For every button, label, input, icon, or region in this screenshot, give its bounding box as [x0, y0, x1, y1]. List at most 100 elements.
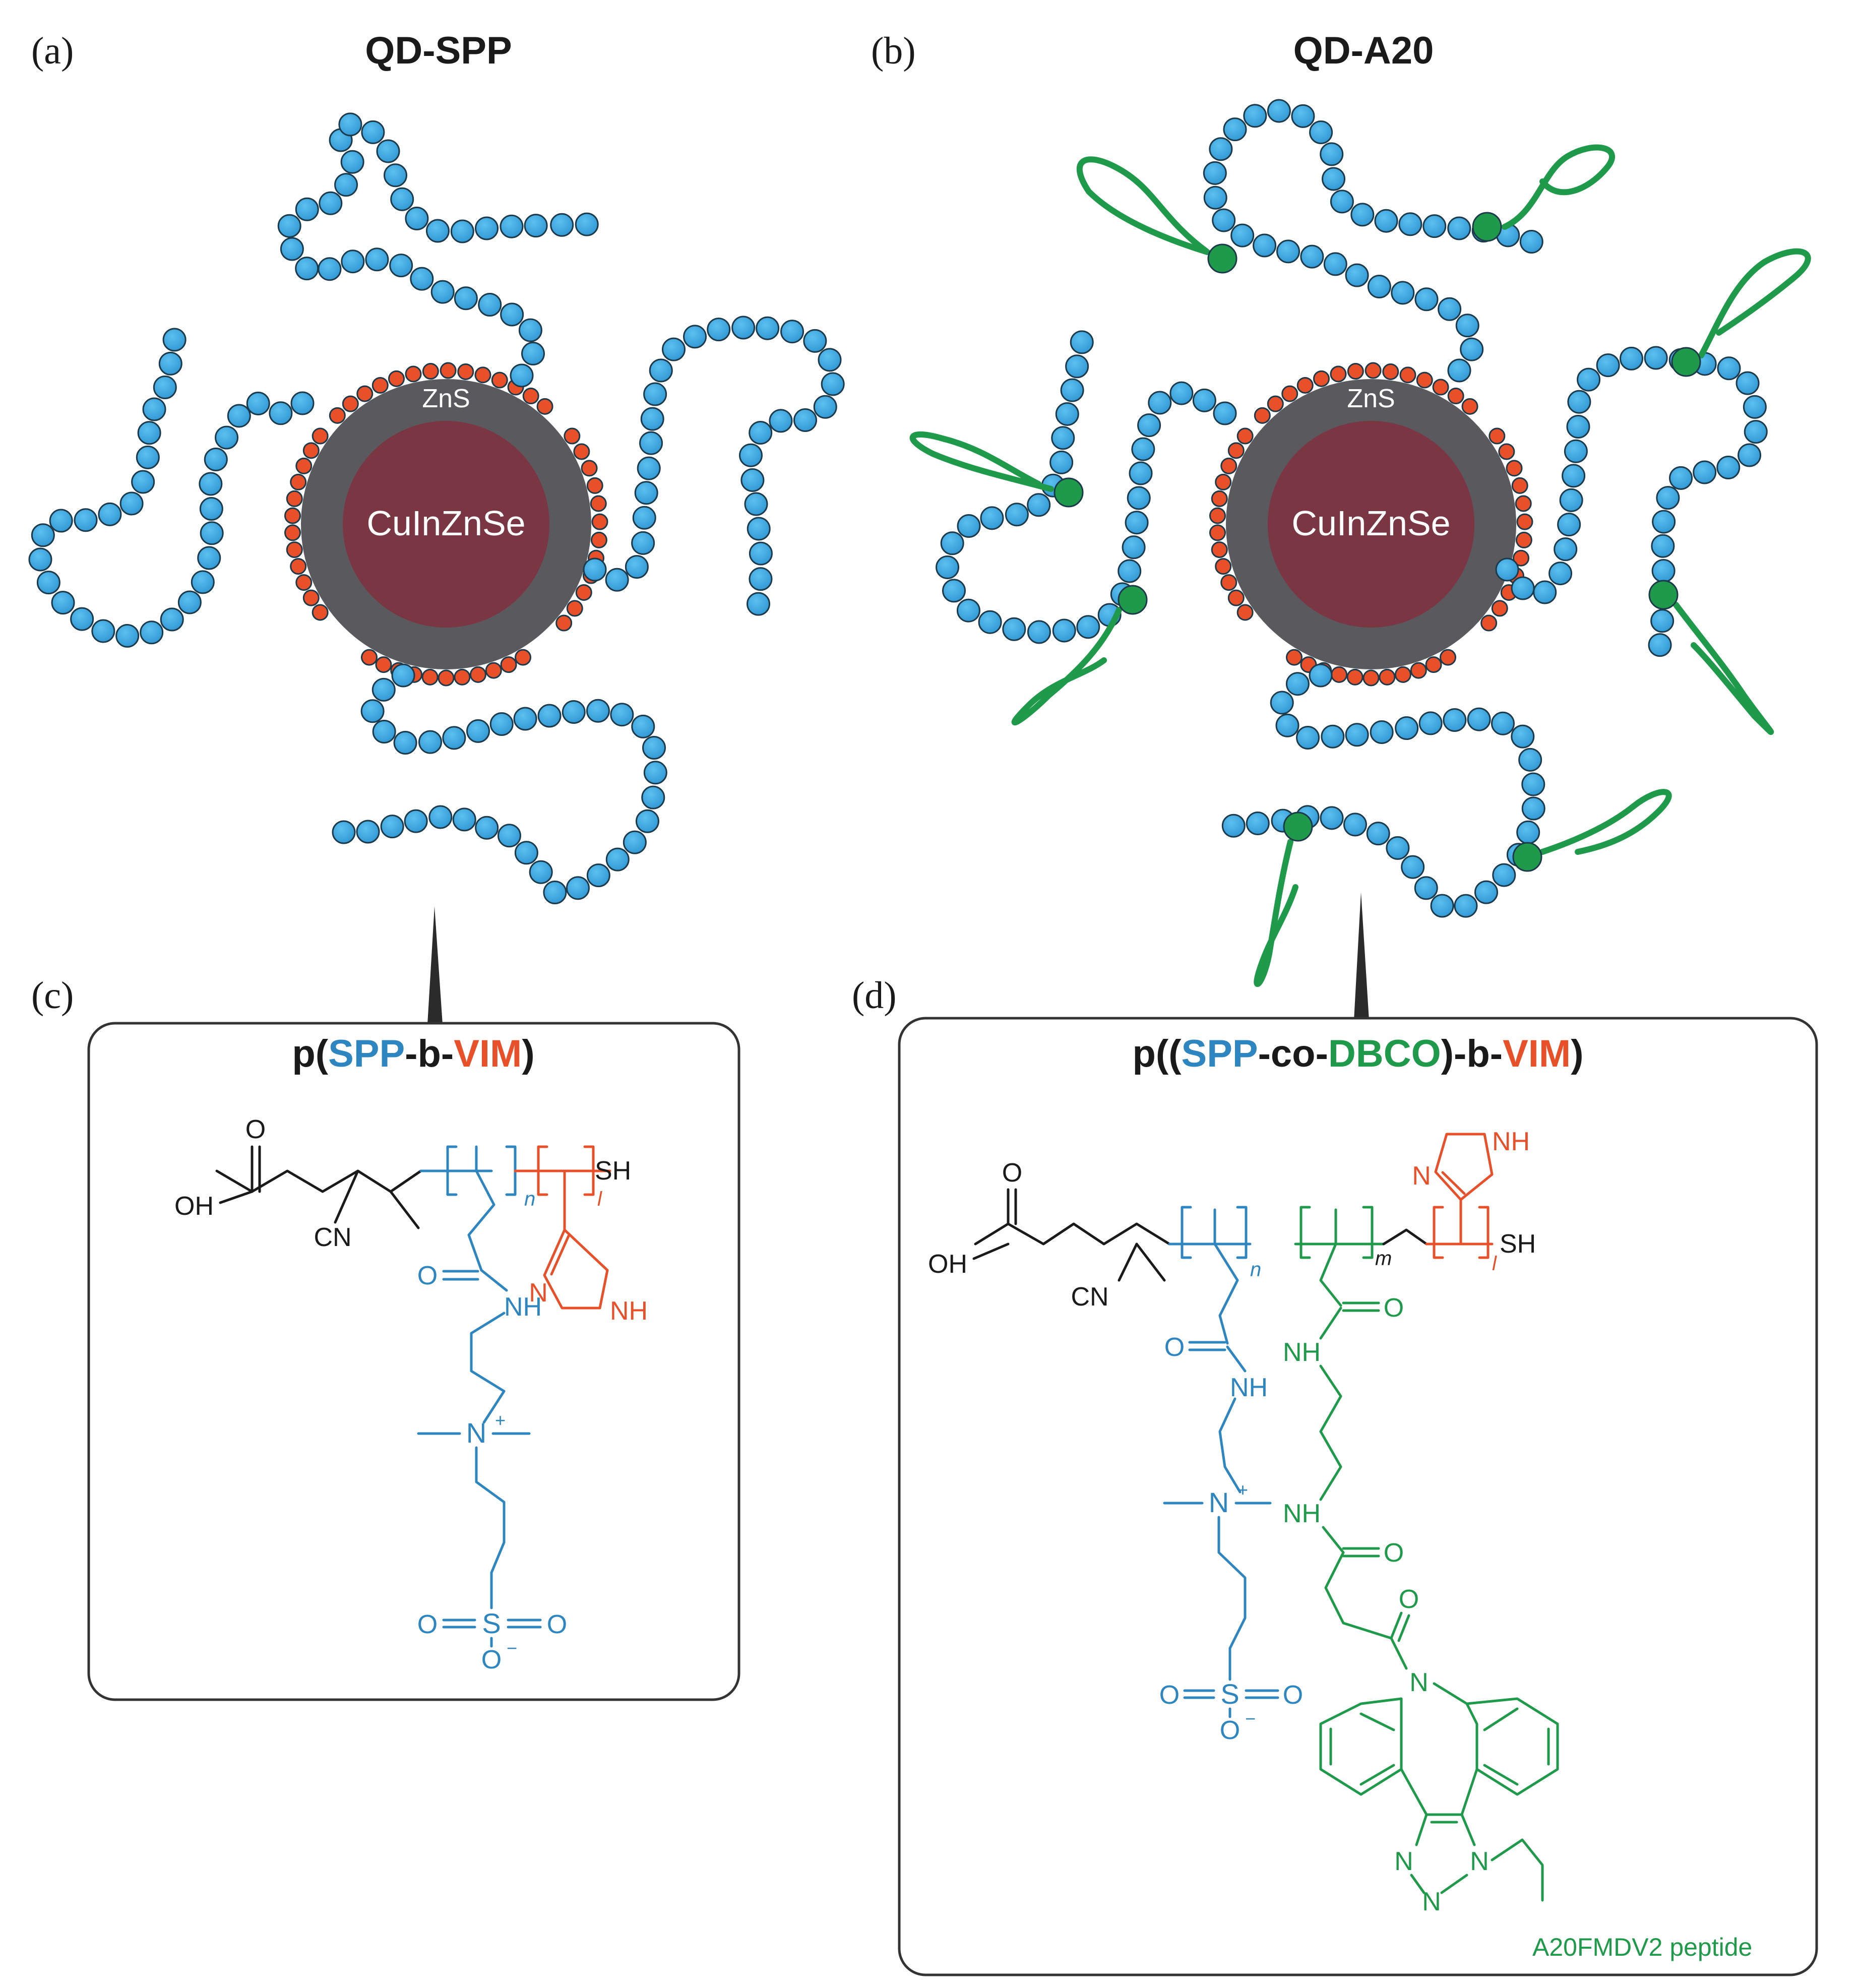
polymer-bead — [707, 318, 731, 342]
polymer-bead — [642, 735, 666, 760]
polymer-bead — [1414, 287, 1439, 312]
polymer-bead — [1322, 167, 1346, 191]
vim-bead — [566, 600, 583, 617]
polymer-bead — [191, 570, 215, 594]
polymer-bead — [940, 531, 964, 555]
polymer-bead — [1270, 691, 1294, 715]
polymer-bead — [452, 807, 476, 832]
polymer-bead — [199, 496, 223, 521]
polymer-bead — [340, 150, 364, 174]
polymer-bead — [813, 395, 837, 419]
polymer-bead — [821, 372, 845, 396]
polymer-bead — [140, 620, 164, 645]
atom-O-right-sulfo-d: O — [1283, 1681, 1303, 1710]
box-c-title-b: -b- — [405, 1032, 454, 1075]
vim-bead — [1296, 377, 1314, 394]
polymer-bead — [818, 348, 842, 372]
polymer-bead — [1246, 812, 1270, 836]
vim-bead — [1461, 398, 1478, 415]
polymer-bead — [1398, 212, 1422, 236]
polymer-bead — [1321, 724, 1345, 749]
polymer-bead — [1276, 239, 1300, 264]
polymer-bead — [162, 328, 187, 352]
polymer-bead — [1052, 618, 1076, 643]
polymer-bead — [1521, 796, 1545, 821]
vim-bead — [1489, 427, 1506, 445]
polymer-bead — [756, 316, 780, 340]
polymer-bead — [1492, 863, 1516, 887]
dbco-beads — [1054, 212, 1701, 872]
box-d-title-suffix: ) — [1571, 1032, 1583, 1075]
atom-N-triazole1-d: N — [1394, 1847, 1413, 1876]
polymer-bead — [640, 407, 664, 431]
polymer-bead — [1562, 464, 1586, 488]
structure-box-c — [87, 1022, 740, 1701]
polymer-bead — [1651, 558, 1676, 583]
polymer-bead — [1223, 117, 1247, 142]
polymer-bead — [1447, 358, 1471, 383]
polymer-bead — [475, 816, 499, 840]
vim-bead — [1220, 574, 1237, 591]
charge-plus-d: + — [1237, 1479, 1248, 1500]
vim-bead — [1399, 366, 1416, 384]
vim-bead — [1209, 507, 1226, 524]
polymer-bead — [372, 719, 396, 743]
vim-bead — [1416, 371, 1433, 389]
vim-bead — [1227, 442, 1245, 459]
vim-bead — [1215, 473, 1232, 490]
polymer-bead — [641, 785, 665, 810]
polymer-bead — [610, 703, 634, 727]
vim-bead — [286, 490, 303, 507]
polymer-bead — [334, 173, 358, 197]
box-c-title-vim: VIM — [454, 1032, 522, 1075]
polymer-bead — [1495, 557, 1519, 582]
atom-NH-amide-c: NH — [504, 1292, 542, 1322]
polymer-bead — [1221, 814, 1246, 838]
polymer-bead — [227, 404, 251, 428]
dbco-bead — [1054, 477, 1084, 508]
atom-S-c: S — [482, 1607, 501, 1639]
polymer-bead — [1320, 806, 1344, 830]
subscript-l-d: l — [1492, 1253, 1497, 1275]
polymer-bead — [36, 571, 60, 595]
vim-bead — [312, 427, 329, 445]
polymer-bead — [142, 397, 166, 421]
polymer-bead — [803, 329, 827, 353]
vim-bead — [491, 371, 508, 389]
polymer-bead — [1736, 371, 1760, 395]
polymer-bead — [529, 860, 553, 884]
vim-bead — [573, 443, 590, 460]
polymer-bead — [418, 730, 443, 754]
polymer-bead — [1577, 367, 1601, 392]
vim-bead — [286, 541, 303, 558]
atom-NH-imidazole-d: NH — [1492, 1127, 1530, 1156]
polymer-bead — [769, 409, 793, 433]
polymer-bead — [1230, 223, 1255, 247]
polymer-bead — [1291, 104, 1315, 128]
polymer-bead — [1566, 415, 1590, 439]
polymer-bead — [1418, 711, 1443, 735]
polymer-bead — [1460, 337, 1484, 361]
polymer-bead — [177, 590, 202, 614]
polymer-bead — [393, 731, 417, 755]
atom-Nplus-d: N — [1209, 1486, 1229, 1518]
vim-bead — [590, 495, 607, 512]
peptide-loop — [909, 431, 1054, 492]
polymer-bead — [1557, 513, 1581, 537]
vim-bead — [1211, 490, 1228, 507]
subscript-l-c: l — [597, 1188, 602, 1210]
polymer-bead — [1070, 330, 1094, 354]
polymer-bead — [200, 521, 224, 545]
box-d-title-b: )-b- — [1441, 1032, 1503, 1075]
polymer-bead — [1511, 724, 1535, 749]
polymer-bead — [158, 351, 182, 376]
atom-O-minus-d: O — [1220, 1716, 1240, 1745]
polymer-bead — [1309, 120, 1333, 145]
polymer-bead — [390, 187, 414, 211]
polymer-bead — [204, 447, 228, 471]
atom-O-ketone-d: O — [1399, 1585, 1419, 1614]
polymer-bead — [566, 876, 590, 900]
polymer-bead — [634, 481, 658, 505]
polymer-bead — [1343, 813, 1367, 837]
polymer-bead — [1644, 346, 1668, 370]
